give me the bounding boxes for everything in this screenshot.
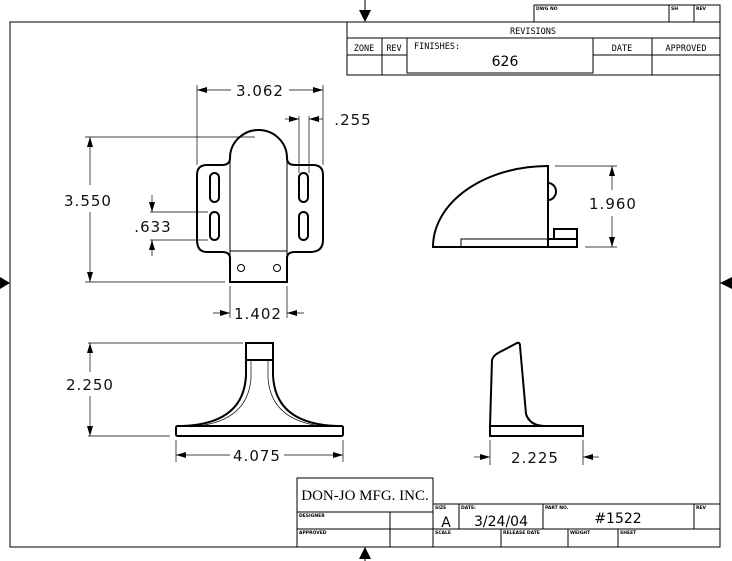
slot	[209, 172, 220, 203]
end-view: 2.225	[474, 341, 599, 467]
dim-overall-height: 3.550	[64, 192, 112, 210]
side-view: 1.960	[431, 164, 637, 248]
sh-label: SH	[671, 6, 678, 12]
part-no-label: PART NO.	[545, 505, 569, 511]
weight-label: WEIGHT	[570, 530, 591, 536]
center-mark-right-icon	[720, 277, 732, 289]
revisions-table: REVISIONS ZONE REV FINISHES: 626 DATE AP…	[346, 21, 721, 76]
dim-side-height: 1.960	[589, 195, 637, 213]
approved-header: APPROVED	[666, 44, 707, 54]
center-mark-left-icon	[0, 277, 10, 289]
slot	[298, 172, 309, 203]
rev-header: REV	[386, 44, 401, 54]
date-value: 3/24/04	[474, 514, 528, 530]
finishes-label: FINISHES:	[414, 42, 460, 52]
dim-slot-spacing: .633	[134, 218, 171, 236]
part-no-value: #1522	[594, 511, 641, 527]
slot	[209, 211, 220, 241]
dim-tab-width: 1.402	[234, 305, 282, 323]
front-view: 2.250 4.075	[66, 342, 344, 465]
release-date-label: RELEASE DATE	[503, 530, 540, 536]
mounting-hole	[273, 264, 281, 272]
scale-label: SCALE	[435, 530, 451, 536]
dim-end-width: 2.225	[511, 449, 559, 467]
company-name: DON-JO MFG. INC.	[301, 488, 429, 504]
dim-slot-width: .255	[334, 111, 371, 129]
size-label: SIZE	[435, 505, 446, 511]
zone-header: ZONE	[354, 44, 374, 54]
size-value: A	[441, 515, 451, 531]
top-view: 3.062 .255 3.550 .633 1.402	[64, 82, 371, 323]
revisions-title: REVISIONS	[510, 27, 556, 37]
designer-label: DESIGNER	[299, 513, 325, 519]
dwg-no-label: DWG NO	[536, 6, 558, 12]
drawing-border	[9, 21, 721, 548]
slot	[298, 211, 309, 241]
dim-top-width: 3.062	[236, 82, 284, 100]
dim-front-width: 4.075	[233, 447, 281, 465]
rev-label: REV	[696, 505, 707, 511]
center-mark-top-icon	[359, 0, 371, 22]
title-block: DON-JO MFG. INC. DESIGNER APPROVED SIZE …	[296, 477, 720, 547]
dwg-no-box: DWG NO SH REV	[533, 4, 721, 23]
rev-top-label: REV	[696, 6, 707, 12]
date-label: DATE:	[461, 505, 476, 511]
sheet-label: SHEET	[620, 530, 637, 536]
finishes-value: 626	[492, 54, 519, 70]
center-mark-bottom-icon	[359, 547, 371, 561]
approved-label: APPROVED	[299, 530, 327, 536]
date-header: DATE	[612, 44, 632, 54]
mounting-hole	[237, 264, 245, 272]
dim-front-height: 2.250	[66, 376, 114, 394]
